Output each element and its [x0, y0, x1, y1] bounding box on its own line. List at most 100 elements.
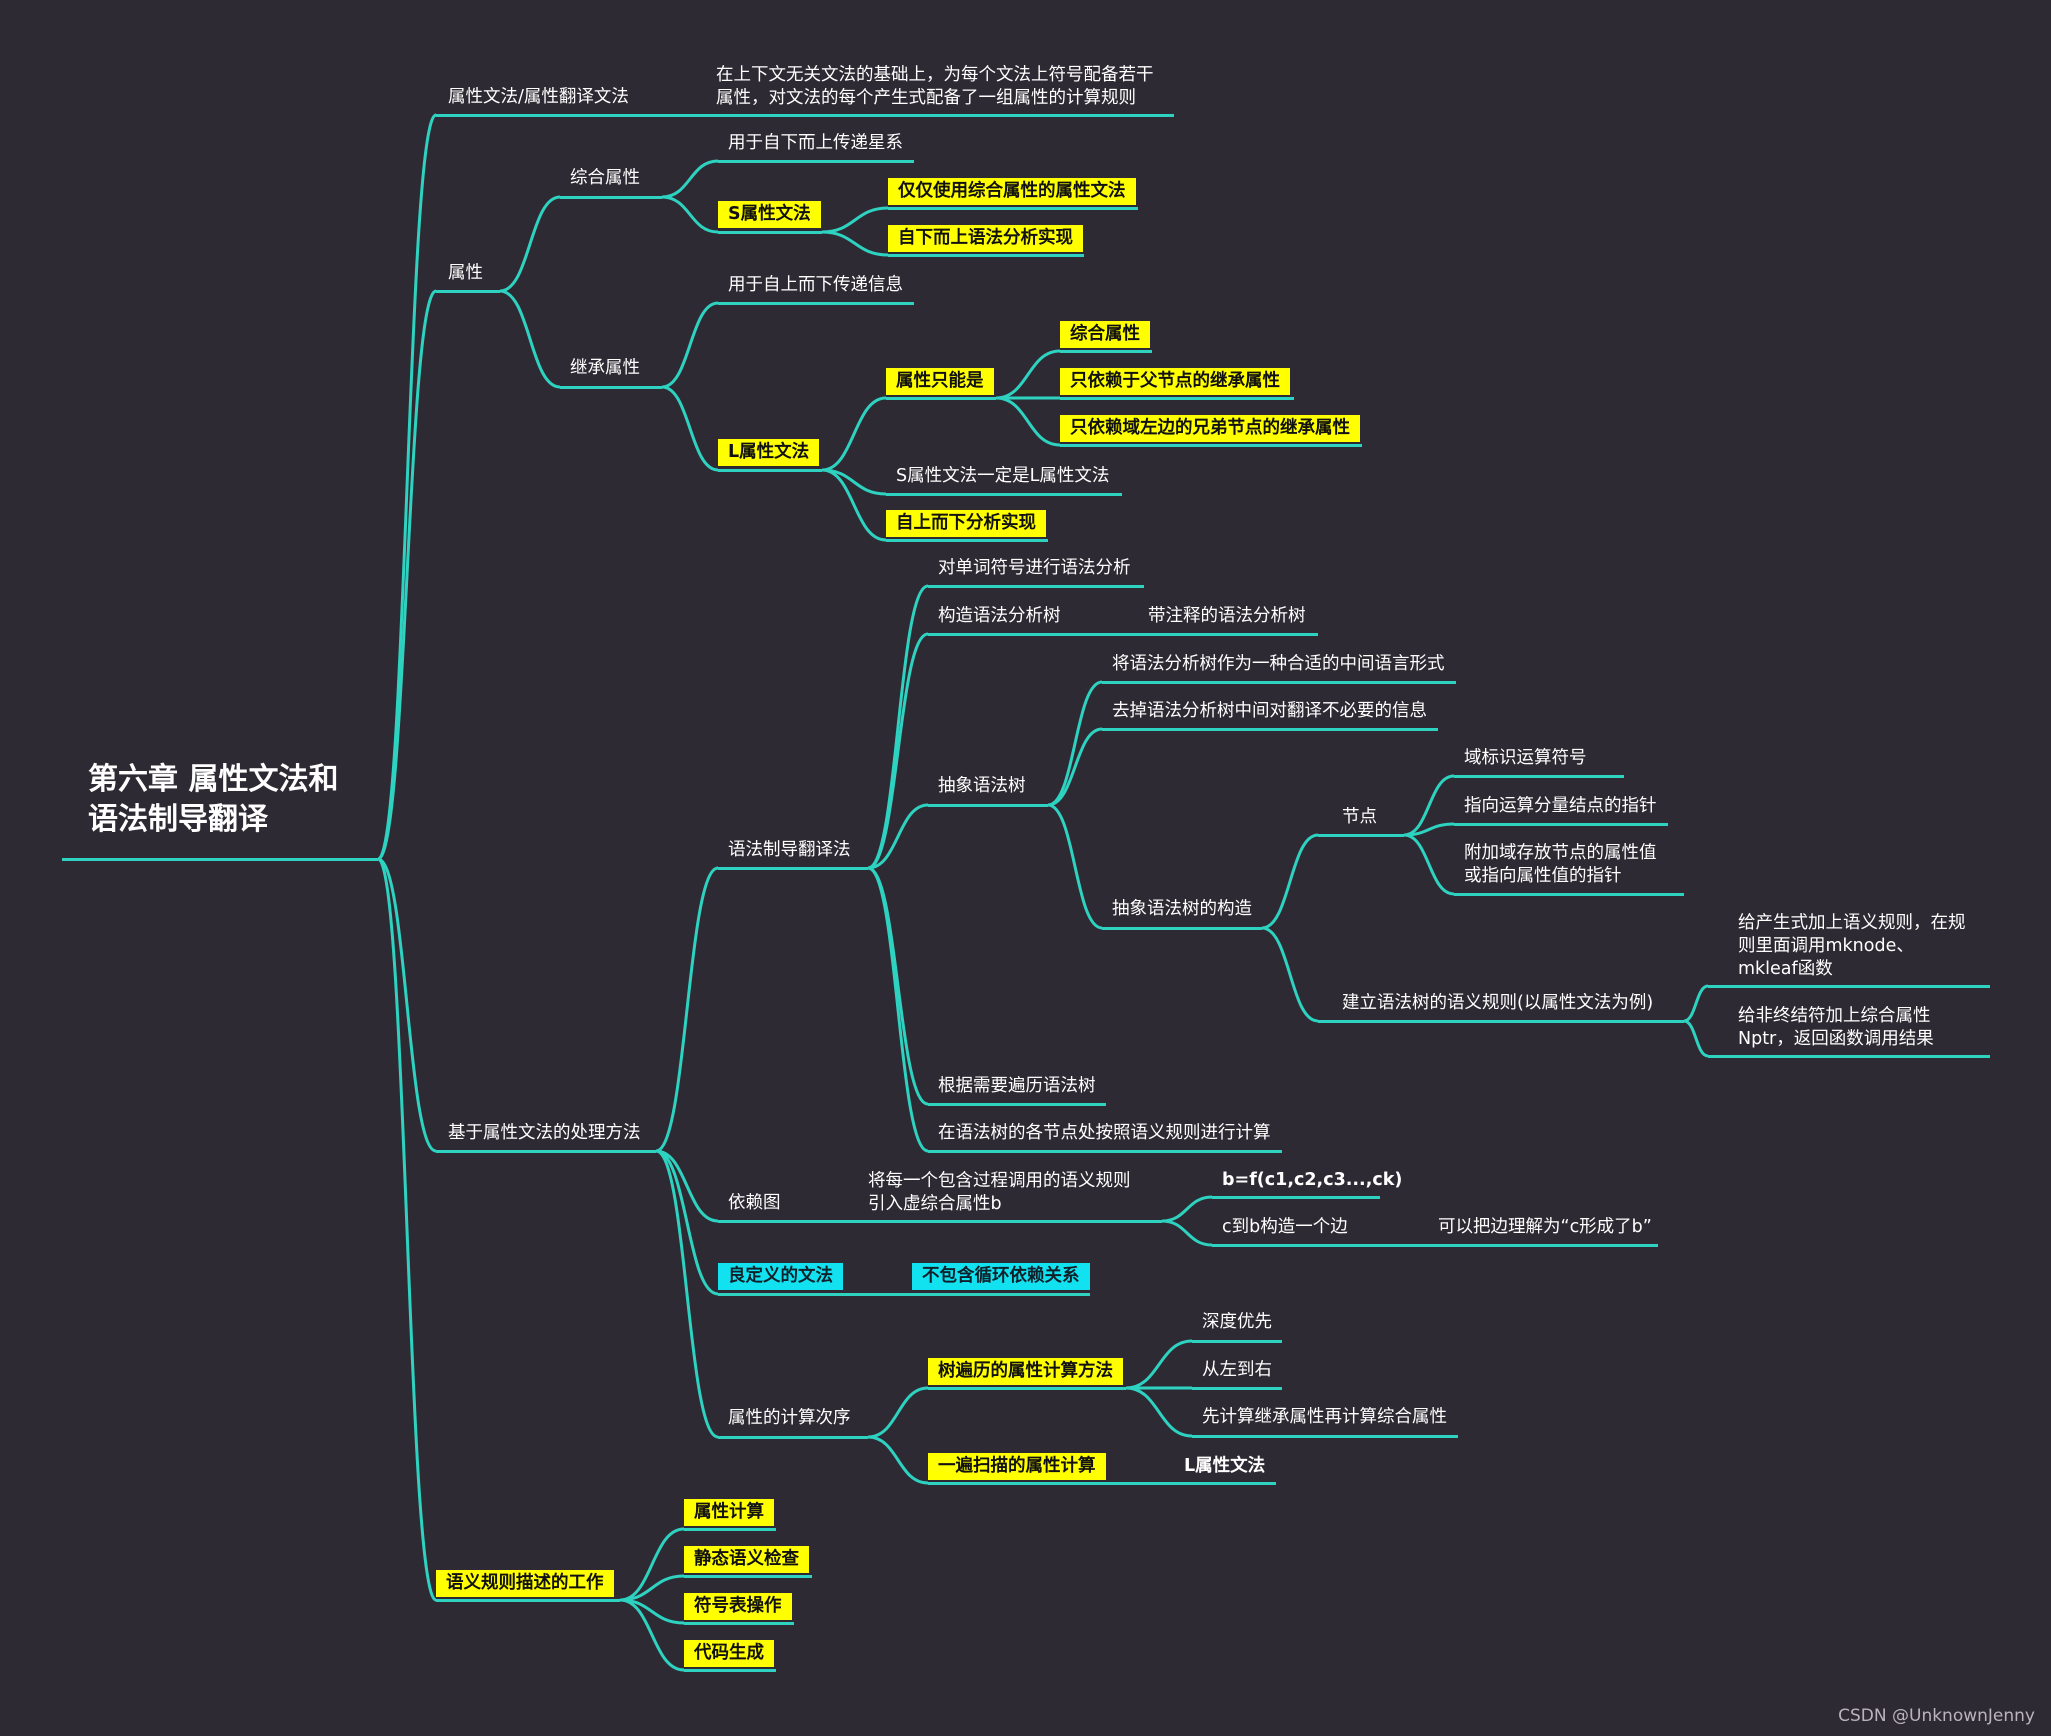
node-dep-b[interactable]: b=f(c1,c2,c3...,ck) [1222, 1170, 1403, 1190]
underline-attr-grammar [436, 114, 1174, 117]
underline-s-grammar [718, 231, 822, 234]
root-node[interactable]: 第六章 属性文法和 语法制导翻译 [88, 762, 339, 837]
underline-ast-build [1102, 927, 1262, 930]
node-process[interactable]: 基于属性文法的处理方法 [448, 1123, 641, 1143]
credit-watermark: CSDN @UnknownJenny [1838, 1706, 2035, 1726]
node-dfs[interactable]: 深度优先 [1202, 1312, 1272, 1332]
node-eval-order[interactable]: 属性的计算次序 [728, 1408, 851, 1428]
underline-attr-only [886, 397, 996, 400]
node-synth-up[interactable]: 用于自下而上传递星系 [728, 133, 903, 153]
node-l-attr[interactable]: L属性文法 [1184, 1456, 1266, 1476]
node-inh-first[interactable]: 先计算继承属性再计算综合属性 [1202, 1407, 1447, 1427]
edge-18 [655, 866, 719, 1153]
node-work-compute[interactable]: 属性计算 [684, 1499, 774, 1526]
edge-17 [995, 396, 1061, 447]
node-l-topdown[interactable]: 自上而下分析实现 [886, 510, 1046, 537]
edge-25 [867, 866, 929, 1106]
underline-traverse [928, 1103, 1106, 1106]
node-parse-tokens[interactable]: 对单词符号进行语法分析 [938, 558, 1131, 578]
node-only-synth[interactable]: 综合属性 [1060, 321, 1150, 348]
node-sdt[interactable]: 语法制导翻译法 [728, 840, 851, 860]
underline-process [436, 1150, 656, 1153]
node-dep-virtual[interactable]: 将每一个包含过程调用的语义规则 引入虚综合属性b [868, 1171, 1131, 1214]
underline-node-ptr [1454, 823, 1668, 826]
underline-ast-rules [1318, 1020, 1684, 1023]
underline-l-grammar [718, 469, 822, 472]
node-s-bottomup[interactable]: 自下而上语法分析实现 [888, 225, 1083, 252]
underline-dep-edge [1212, 1244, 1658, 1247]
node-node-ptr[interactable]: 指向运算分量结点的指针 [1464, 796, 1657, 816]
edge-1 [376, 289, 438, 861]
node-dep-graph[interactable]: 依赖图 [728, 1193, 781, 1213]
node-sem-work[interactable]: 语义规则描述的工作 [436, 1570, 614, 1597]
underline-ast-ir [1102, 681, 1456, 684]
node-work-codegen[interactable]: 代码生成 [684, 1640, 774, 1667]
node-build-tree[interactable]: 构造语法分析树 [938, 606, 1061, 626]
node-only-parent[interactable]: 只依赖于父节点的继承属性 [1060, 368, 1290, 395]
edge-43 [1125, 1386, 1193, 1438]
underline-ast [928, 804, 1048, 807]
underline-l-topdown [886, 539, 1048, 542]
underline-node [1318, 834, 1404, 837]
node-tree-traversal[interactable]: 树遍历的属性计算方法 [928, 1358, 1123, 1385]
node-s-is-l[interactable]: S属性文法一定是L属性文法 [896, 466, 1110, 486]
edge-33 [1403, 822, 1455, 837]
edge-26 [867, 866, 929, 1153]
underline-dep-graph [718, 1220, 1162, 1223]
node-rule-mknode[interactable]: 给产生式加上语义规则，在规 则里面调用mknode、 mkleaf函数 [1738, 913, 1966, 979]
node-ast-build[interactable]: 抽象语法树的构造 [1112, 899, 1252, 919]
node-only-left[interactable]: 只依赖域左边的兄弟节点的继承属性 [1060, 415, 1360, 442]
edge-44 [619, 1527, 685, 1602]
node-work-symtab[interactable]: 符号表操作 [684, 1593, 792, 1620]
node-no-cycle[interactable]: 不包含循环依赖关系 [912, 1263, 1090, 1290]
node-attr[interactable]: 属性 [448, 263, 483, 283]
underline-sdt [718, 867, 868, 870]
node-compute[interactable]: 在语法树的各节点处按照语义规则进行计算 [938, 1123, 1271, 1143]
node-synth-attr[interactable]: 综合属性 [570, 168, 640, 188]
node-node[interactable]: 节点 [1342, 807, 1377, 827]
node-left-right[interactable]: 从左到右 [1202, 1360, 1272, 1380]
edge-22 [867, 584, 929, 870]
underline-work-symtab [684, 1622, 794, 1625]
edge-9 [821, 230, 889, 257]
node-attr-grammar[interactable]: 属性文法/属性翻译文法 [448, 87, 629, 107]
underline-inh-down [718, 302, 914, 305]
node-ast[interactable]: 抽象语法树 [938, 776, 1026, 796]
node-l-grammar[interactable]: L属性文法 [718, 439, 820, 466]
edge-29 [1047, 803, 1103, 930]
edge-20 [655, 1149, 719, 1296]
node-node-attr[interactable]: 附加域存放节点的属性值 或指向属性值的指针 [1464, 843, 1657, 886]
edge-41 [1125, 1339, 1193, 1390]
edge-24 [867, 803, 929, 870]
underline-only-left [1060, 444, 1362, 447]
edge-12 [821, 396, 887, 472]
underline-s-only [888, 207, 1138, 210]
edge-32 [1403, 774, 1455, 837]
underline-s-bottomup [888, 254, 1084, 257]
node-dep-meaning[interactable]: 可以把边理解为“c形成了b” [1438, 1217, 1652, 1237]
underline-s-is-l [886, 493, 1122, 496]
node-ast-ir[interactable]: 将语法分析树作为一种合适的中间语言形式 [1112, 654, 1445, 674]
node-dep-edge[interactable]: c到b构造一个边 [1222, 1217, 1348, 1237]
edge-35 [1683, 984, 1709, 1023]
edge-38 [1161, 1219, 1213, 1247]
node-work-check[interactable]: 静态语义检查 [684, 1546, 809, 1573]
node-ast-rules[interactable]: 建立语法树的语义规则(以属性文法为例) [1342, 993, 1654, 1013]
node-inh-down[interactable]: 用于自上而下传递信息 [728, 275, 903, 295]
underline-compute [928, 1150, 1282, 1153]
node-attr-grammar-def[interactable]: 在上下文无关文法的基础上，为每个文法上符号配备若干 属性，对文法的每个产生式配备… [716, 65, 1154, 108]
node-inh-attr[interactable]: 继承属性 [570, 358, 640, 378]
underline-node-attr [1454, 893, 1684, 896]
node-attr-only[interactable]: 属性只能是 [886, 368, 994, 395]
node-ast-remove[interactable]: 去掉语法分析树中间对翻译不必要的信息 [1112, 701, 1427, 721]
node-node-op[interactable]: 域标识运算符号 [1464, 748, 1587, 768]
node-annotated[interactable]: 带注释的语法分析树 [1148, 606, 1306, 626]
node-traverse[interactable]: 根据需要遍历语法树 [938, 1076, 1096, 1096]
node-well-defined[interactable]: 良定义的文法 [718, 1263, 843, 1290]
underline-one-pass [928, 1482, 1276, 1485]
node-s-grammar[interactable]: S属性文法 [718, 201, 821, 228]
node-s-only[interactable]: 仅仅使用综合属性的属性文法 [888, 178, 1136, 205]
node-one-pass[interactable]: 一遍扫描的属性计算 [928, 1453, 1106, 1480]
node-rule-nptr[interactable]: 给非终结符加上综合属性 Nptr，返回函数调用结果 [1738, 1006, 1934, 1049]
underline-inh-first [1192, 1435, 1458, 1438]
